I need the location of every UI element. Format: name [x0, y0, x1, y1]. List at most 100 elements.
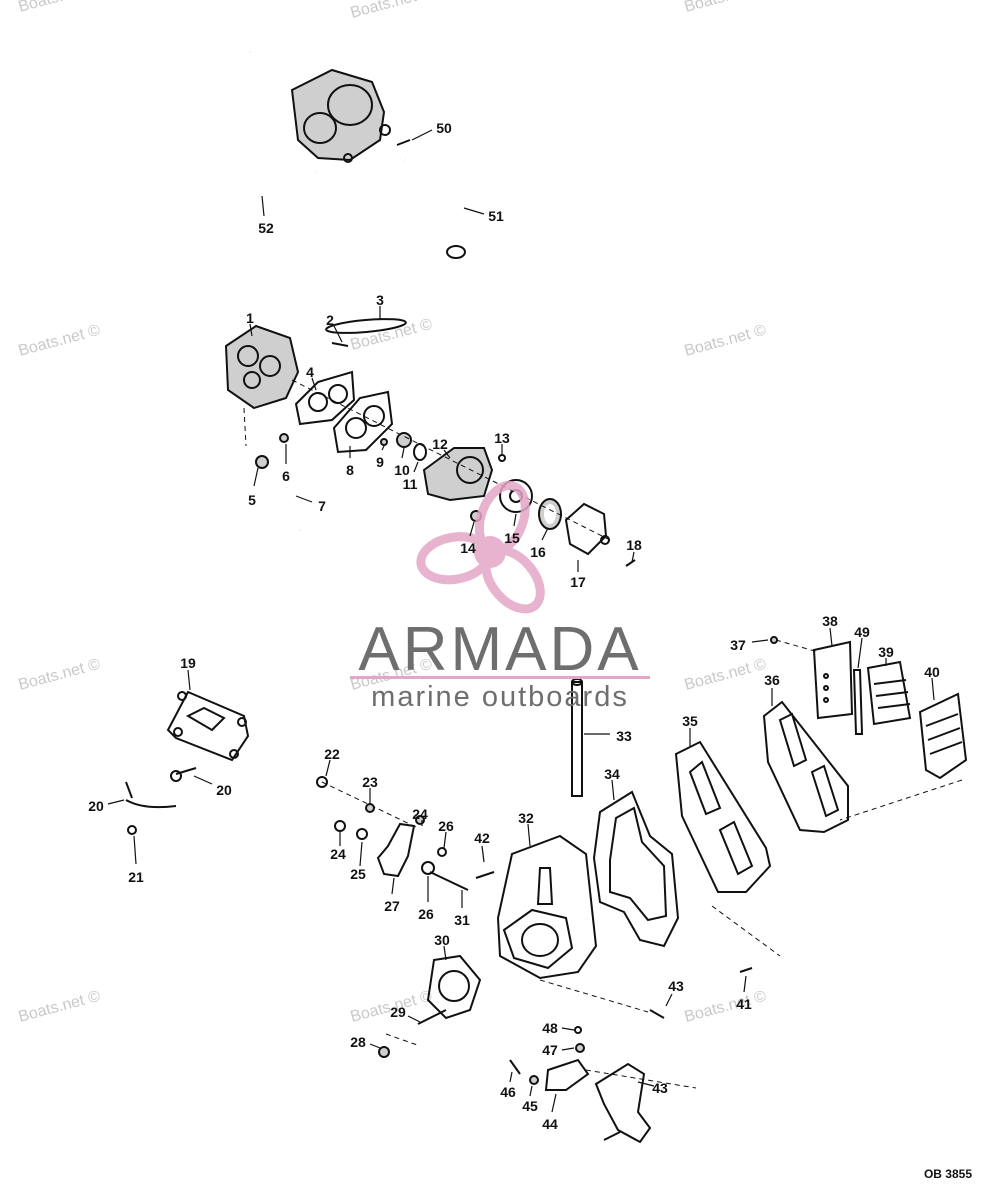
- callout-24: 24: [330, 846, 346, 862]
- callout-36: 36: [764, 672, 780, 688]
- leader-line: [665, 993, 673, 1007]
- callout-14: 14: [460, 540, 476, 556]
- callout-49: 49: [854, 624, 870, 640]
- callout-39: 39: [878, 644, 894, 660]
- callout-27: 27: [384, 898, 400, 914]
- callout-15: 15: [504, 530, 520, 546]
- callout-52: 52: [258, 220, 274, 236]
- callout-29: 29: [390, 1004, 406, 1020]
- callout-7: 7: [318, 498, 326, 514]
- watermark-text: Boats.net ©: [349, 316, 435, 354]
- callout-43: 43: [652, 1080, 668, 1096]
- callout-12: 12: [432, 436, 448, 452]
- callout-6: 6: [282, 468, 290, 484]
- callout-19: 19: [180, 655, 196, 671]
- leader-line: [931, 677, 935, 701]
- leader-line: [311, 377, 317, 391]
- callout-13: 13: [494, 430, 510, 446]
- callout-20: 20: [88, 798, 104, 814]
- callout-34: 34: [604, 766, 620, 782]
- fuel-pump-assembly: [235, 51, 466, 259]
- callout-35: 35: [682, 713, 698, 729]
- leader-line: [295, 495, 313, 503]
- leader-line: [751, 639, 769, 643]
- leader-line: [443, 945, 447, 961]
- leader-line: [401, 447, 405, 459]
- callout-9: 9: [376, 454, 384, 470]
- leader-line: [413, 461, 419, 473]
- leader-line: [407, 1015, 421, 1023]
- callout-32: 32: [518, 810, 534, 826]
- leader-line: [381, 445, 385, 451]
- leader-line: [193, 775, 213, 785]
- leader-line: [333, 325, 343, 343]
- callout-50: 50: [436, 120, 452, 136]
- callout-20: 20: [216, 782, 232, 798]
- bottom-bracket-group: [509, 1026, 697, 1144]
- leader-line: [857, 637, 863, 669]
- leader-line: [187, 669, 191, 691]
- watermark-text: Boats.net ©: [683, 656, 769, 694]
- watermark-text: Boats.net ©: [683, 0, 769, 16]
- callout-26: 26: [418, 906, 434, 922]
- propeller-icon: [416, 480, 545, 614]
- leader-line: [469, 521, 475, 537]
- drawing-code: OB 3855: [924, 1167, 972, 1181]
- logo-underline: [350, 676, 650, 679]
- leader-line: [637, 1081, 655, 1087]
- leader-line: [509, 1071, 513, 1083]
- leader-line: [481, 845, 485, 863]
- leader-line: [561, 1027, 575, 1031]
- callout-18: 18: [626, 537, 642, 553]
- leader-line: [325, 759, 331, 777]
- leader-line: [513, 513, 517, 527]
- callout-40: 40: [924, 664, 940, 680]
- leader-line: [443, 831, 447, 849]
- leader-line: [561, 1047, 575, 1051]
- armada-logo: ARMADA marine outboards: [350, 480, 650, 713]
- callout-2: 2: [326, 312, 334, 328]
- leader-line: [133, 835, 137, 865]
- watermark-text: Boats.net ©: [683, 988, 769, 1026]
- pump-cover-group: [224, 318, 636, 567]
- leader-line: [369, 1043, 381, 1049]
- leader-line: [249, 323, 253, 337]
- callout-16: 16: [530, 544, 546, 560]
- callout-21: 21: [128, 869, 144, 885]
- callout-5: 5: [248, 492, 256, 508]
- watermark-text: Boats.net ©: [17, 322, 103, 360]
- watermark-text: Boats.net ©: [17, 656, 103, 694]
- leader-line: [551, 1093, 557, 1113]
- callout-43: 43: [668, 978, 684, 994]
- callout-46: 46: [500, 1084, 516, 1100]
- leader-line: [411, 129, 433, 141]
- leader-line: [631, 551, 635, 563]
- callout-51: 51: [488, 208, 504, 224]
- callout-1: 1: [246, 310, 254, 326]
- callout-33: 33: [616, 728, 632, 744]
- watermark-text: Boats.net ©: [17, 988, 103, 1026]
- callout-24: 24: [412, 806, 428, 822]
- callout-30: 30: [434, 932, 450, 948]
- leader-line: [253, 467, 259, 487]
- reed-plate-group: [674, 636, 968, 973]
- watermark-text: Boats.net ©: [17, 0, 103, 16]
- callout-41: 41: [736, 996, 752, 1012]
- callout-4: 4: [306, 364, 314, 380]
- callout-31: 31: [454, 912, 470, 928]
- callout-37: 37: [730, 637, 746, 653]
- leader-line: [527, 823, 531, 847]
- leader-line: [529, 1085, 533, 1097]
- leader-line: [107, 799, 125, 805]
- leader-line: [443, 449, 451, 459]
- leader-line: [541, 527, 549, 541]
- callout-23: 23: [362, 774, 378, 790]
- leader-line: [611, 779, 615, 801]
- callout-48: 48: [542, 1020, 558, 1036]
- callout-42: 42: [474, 830, 490, 846]
- callout-25: 25: [350, 866, 366, 882]
- callout-26: 26: [438, 818, 454, 834]
